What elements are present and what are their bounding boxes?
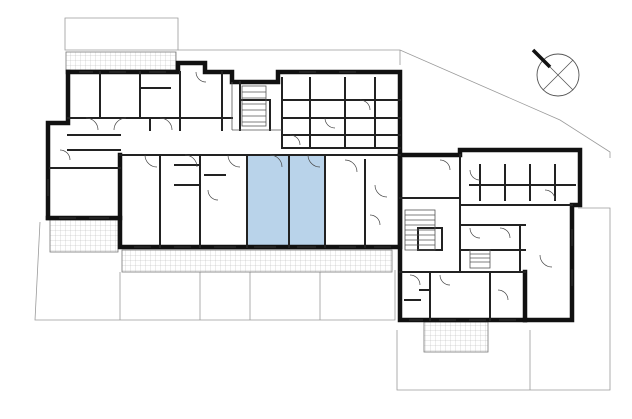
terrace-west (49, 219, 119, 253)
door-swings (59, 71, 556, 301)
north-arrow-icon (531, 48, 580, 97)
site-outline (34, 17, 611, 391)
service-core (231, 77, 401, 149)
interior-walls-east (399, 154, 576, 321)
staircases (241, 85, 491, 269)
terrace-southeast (423, 321, 489, 353)
apartment-left[interactable] (247, 155, 289, 247)
interior-walls-west (49, 71, 401, 248)
terrace-south (121, 249, 393, 273)
terraces (49, 51, 489, 353)
facade-windows (47, 71, 573, 321)
highlighted-apartment[interactable] (247, 155, 325, 247)
terrace-top (65, 51, 177, 71)
apartment-right[interactable] (289, 155, 325, 247)
